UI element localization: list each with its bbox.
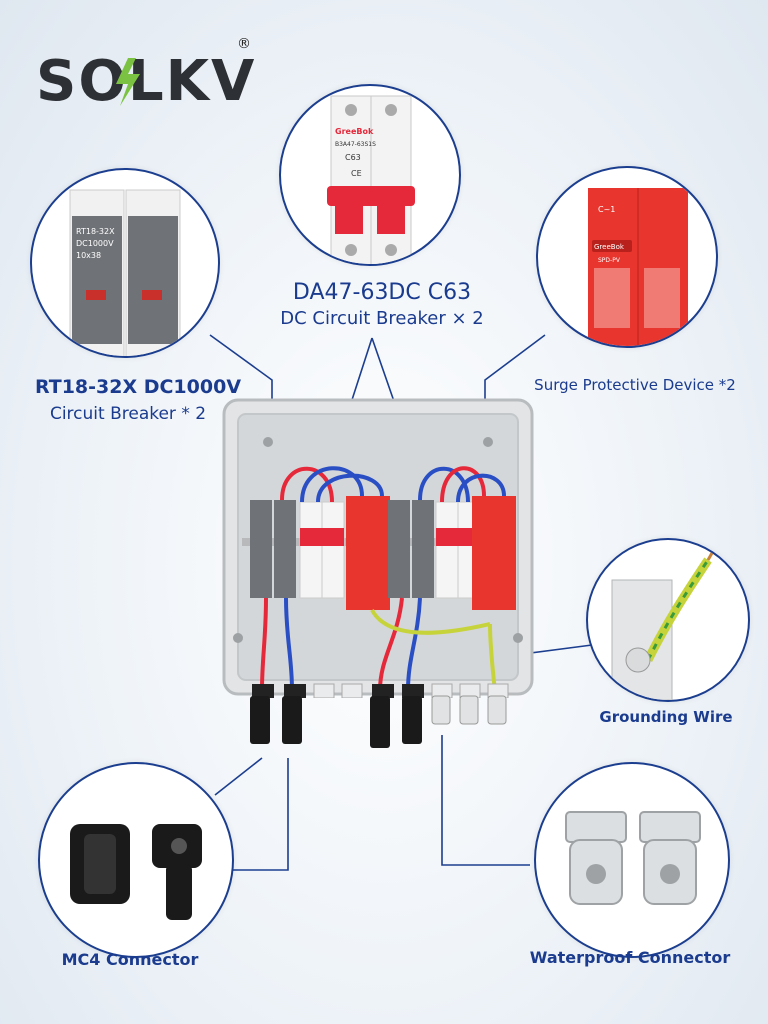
brand-name: SOLKV xyxy=(36,49,256,114)
dc-breaker-title: DA47-63DC C63 xyxy=(292,280,472,305)
callout-spd-image: C~1 GreeBok SPD-PV xyxy=(536,166,718,348)
dc-breaker-subtitle: DC Circuit Breaker × 2 xyxy=(280,308,484,329)
callout-fuse-image: RT18-32X DC1000V 10x38 xyxy=(30,168,220,358)
ground-title: Grounding Wire xyxy=(599,708,733,726)
combiner-box xyxy=(222,398,534,749)
fuse-voltage: DC1000V xyxy=(76,239,114,248)
fuse-subtitle: Circuit Breaker * 2 xyxy=(49,404,207,424)
line-waterproof xyxy=(441,735,530,866)
mc4-title: MC4 Connector xyxy=(61,950,199,969)
callout-dc-breaker-image: GreeBok B3A47-63S1S C63 CE xyxy=(279,84,461,266)
spd-type: SPD-PV xyxy=(598,257,621,264)
fuse-size: 10x38 xyxy=(76,251,101,260)
breaker-ce: CE xyxy=(351,169,362,178)
line-mc4-b xyxy=(230,758,289,871)
fuse-title: RT18-32X DC1000V xyxy=(34,376,242,398)
lightning-icon xyxy=(116,58,140,106)
line-mc4-a xyxy=(214,757,263,796)
device-group-right xyxy=(388,496,516,610)
breaker-brand: GreeBok xyxy=(335,127,374,136)
spd-title: Surge Protective Device *2 xyxy=(534,376,736,394)
registered-mark: ® xyxy=(237,36,251,52)
breaker-model: B3A47-63S1S xyxy=(335,141,376,148)
spd-brand: GreeBok xyxy=(594,243,625,251)
waterproof-title: Waterproof Connector xyxy=(529,948,731,967)
brand-logo: SOLKV xyxy=(36,44,276,114)
callout-mc4-image xyxy=(38,762,234,958)
device-group-left xyxy=(250,496,390,610)
breaker-rating: C63 xyxy=(345,153,361,162)
callout-waterproof-image xyxy=(534,762,730,958)
spd-c1: C~1 xyxy=(598,205,615,214)
fuse-model: RT18-32X xyxy=(76,227,115,236)
callout-ground-image xyxy=(586,538,750,702)
